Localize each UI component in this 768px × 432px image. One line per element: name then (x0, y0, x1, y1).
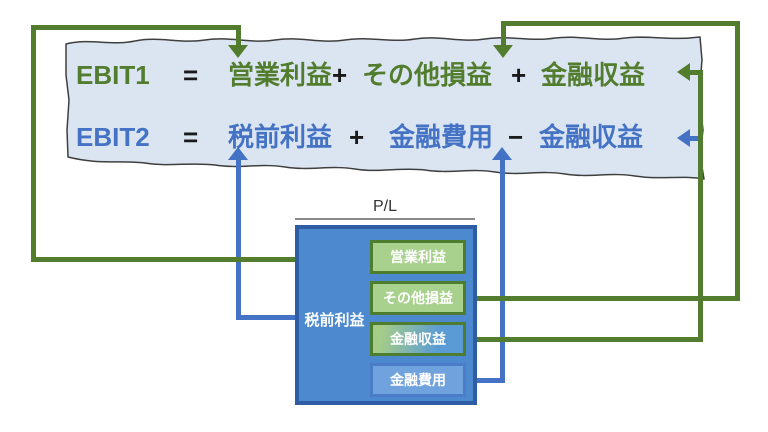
pl-item-label: その他損益 (383, 290, 453, 306)
ebit2-term-pretax-profit: 税前利益 (228, 122, 333, 152)
pl-item-operating-profit: 営業利益 (370, 240, 466, 274)
pl-title-divider (295, 218, 475, 220)
ebit2-term-financial-income: 金融収益 (539, 122, 644, 152)
ebit1-plus-1: + (332, 60, 348, 90)
arrow-down-icon (493, 45, 513, 58)
ebit2-term-finance-cost: 金融費用 (389, 122, 494, 152)
pl-item-label: 金融収益 (390, 331, 446, 347)
pl-item-finance-cost: 金融費用 (370, 363, 466, 397)
pl-item-financial-income: 金融収益 (370, 322, 466, 356)
ebit2-plus: + (349, 122, 365, 152)
pl-item-other-gains: その他損益 (370, 281, 466, 315)
arrow-up-icon (228, 147, 248, 160)
arrow-left-icon (677, 63, 690, 81)
ebit2-minus: − (508, 122, 524, 152)
ebit1-term-operating-profit: 営業利益 (228, 60, 333, 90)
ebit1-equals: = (183, 60, 199, 90)
pl-title: P/L (372, 198, 397, 215)
pl-item-label: 営業利益 (390, 249, 446, 265)
ebit1-plus-2: + (511, 60, 527, 90)
ebit2-equals: = (183, 122, 199, 152)
pl-pretax-profit-label: 税前利益 (304, 312, 365, 329)
arrow-up-icon (492, 147, 512, 160)
arrow-down-icon (228, 45, 248, 58)
arrow-left-icon (677, 129, 690, 147)
ebit1-term-other-gains: その他損益 (362, 60, 493, 90)
ebit1-label: EBIT1 (76, 60, 150, 90)
ebit1-term-financial-income: 金融収益 (541, 60, 646, 90)
ebit2-label: EBIT2 (76, 122, 150, 152)
pl-item-label: 金融費用 (390, 372, 446, 388)
